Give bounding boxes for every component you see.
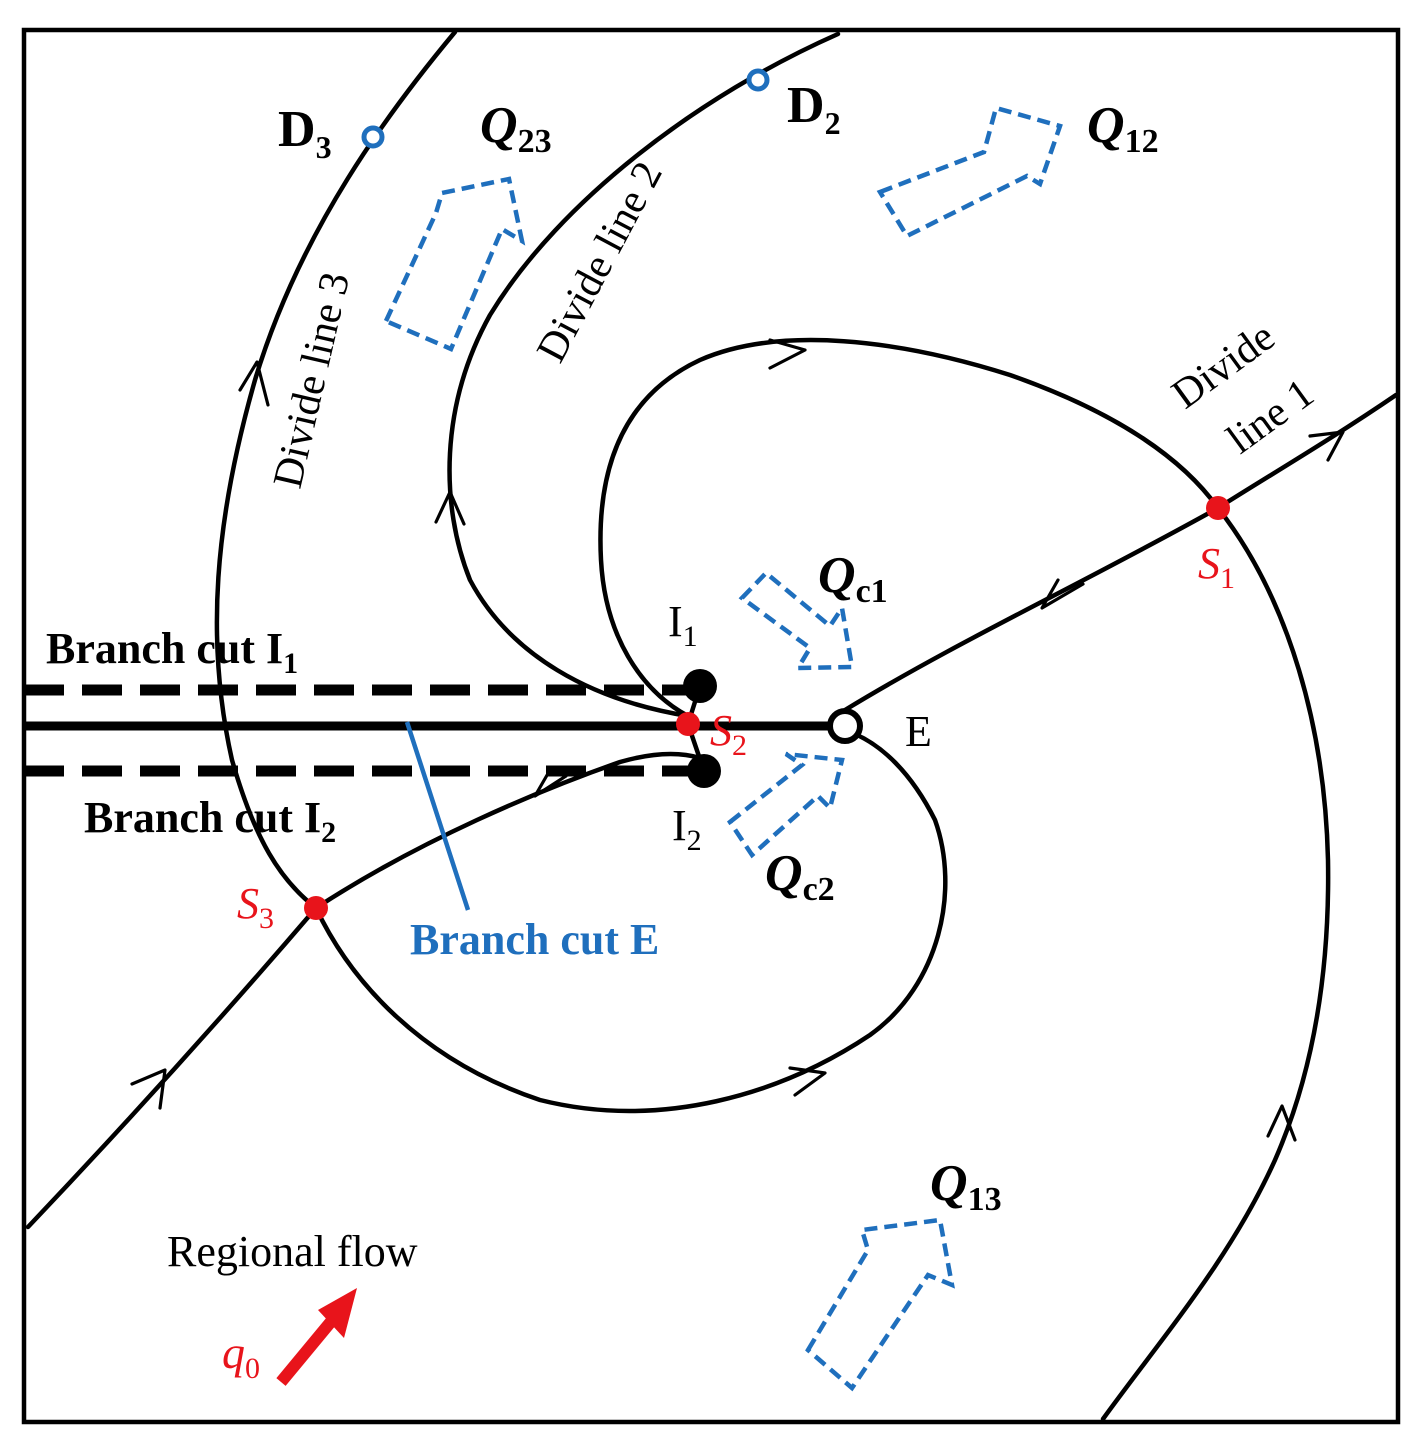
divide-line-2 xyxy=(447,31,841,719)
flow-arrow-q23 xyxy=(382,176,526,352)
arrowhead xyxy=(768,338,807,370)
label-branch-cut-i2: Branch cut I2 xyxy=(84,793,336,849)
divide-line-1 xyxy=(842,392,1399,713)
branch-cut-e-pointer xyxy=(404,721,471,911)
label-s2: S2 xyxy=(710,706,747,762)
stagnation-point-s2 xyxy=(676,712,700,736)
label-d3: D3 xyxy=(278,101,332,165)
label-branch-cut-i1: Branch cut I1 xyxy=(46,624,298,680)
label-s3: S3 xyxy=(237,879,274,935)
point-i1 xyxy=(683,669,717,703)
label-q0: q0 xyxy=(222,1327,260,1385)
divide-line-3 xyxy=(214,29,458,911)
label-s1: S1 xyxy=(1198,539,1235,595)
arrowhead xyxy=(788,1066,827,1097)
streamline-s3-i2 xyxy=(313,751,703,911)
streamline-lower-left xyxy=(25,905,319,1230)
regional-flow-arrow-head xyxy=(318,1288,357,1338)
label-divide-line-3: Divide line 3 xyxy=(265,268,359,492)
label-d2: D2 xyxy=(787,77,841,141)
streamline-right-outer xyxy=(1100,505,1331,1422)
streamline-s1-spiral xyxy=(598,337,1221,719)
label-e: E xyxy=(905,707,932,756)
label-regional-flow: Regional flow xyxy=(167,1227,418,1276)
flow-arrow-q13 xyxy=(805,1217,955,1392)
label-qc2: Qc2 xyxy=(765,845,835,908)
label-q23: Q23 xyxy=(480,97,552,160)
arrowhead xyxy=(1266,1104,1297,1142)
label-branch-cut-e: Branch cut E xyxy=(410,915,659,964)
point-e xyxy=(827,708,863,744)
arrowhead xyxy=(434,490,466,526)
divide-point-d2 xyxy=(746,68,770,92)
flow-arrow-q12 xyxy=(876,105,1063,239)
arrowhead xyxy=(130,1068,167,1110)
flow-arrow-qc1 xyxy=(738,569,855,671)
arrowhead xyxy=(1040,578,1085,610)
arrowhead xyxy=(238,360,270,407)
streamline-lower-loop xyxy=(313,731,948,1114)
arrowhead xyxy=(1308,430,1345,462)
arrowhead xyxy=(533,768,568,798)
flow-arrow-qc2 xyxy=(726,751,845,859)
stagnation-point-s3 xyxy=(304,896,328,920)
regional-flow-arrow-shaft xyxy=(276,1314,339,1386)
divide-point-d3 xyxy=(361,125,385,149)
point-i2 xyxy=(687,754,721,788)
stagnation-point-s1 xyxy=(1206,496,1230,520)
label-q12: Q12 xyxy=(1087,97,1159,160)
label-i1: I1 xyxy=(668,597,698,653)
label-i2: I2 xyxy=(672,801,702,857)
label-q13: Q13 xyxy=(930,1155,1002,1218)
label-qc1: Qc1 xyxy=(818,547,888,610)
